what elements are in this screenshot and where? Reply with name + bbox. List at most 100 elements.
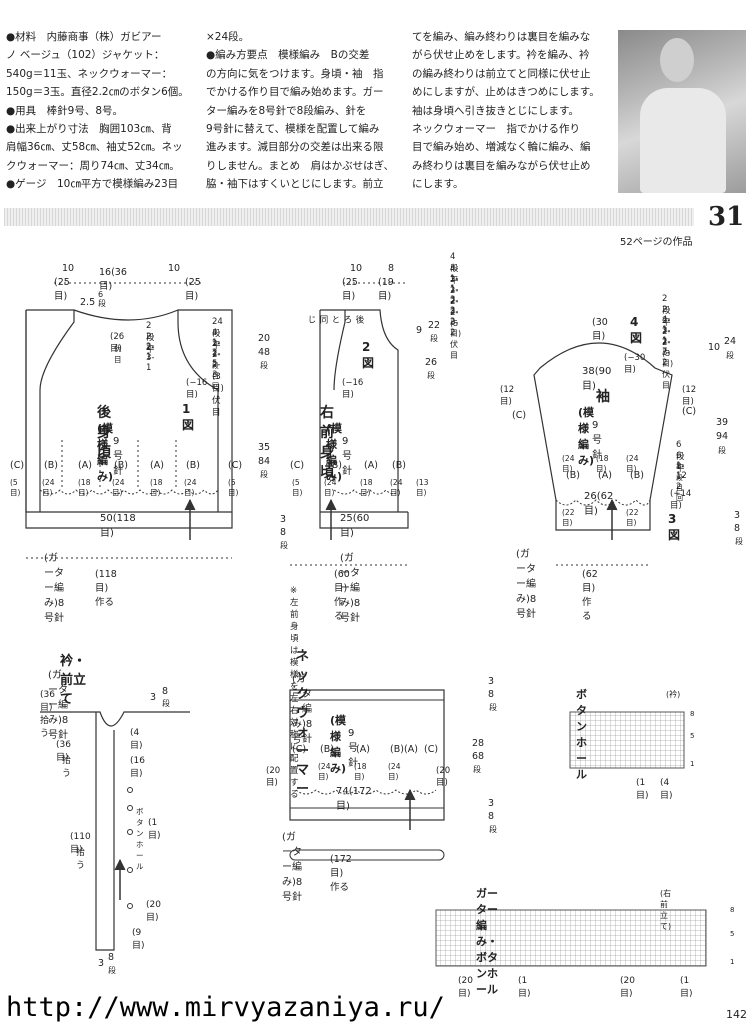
garter-label: (ガーター編み)8号針 xyxy=(44,553,65,624)
cast-on-label: (60目)作る xyxy=(334,569,350,622)
dim-label: 段 目 回 xyxy=(212,362,219,390)
dim-label: 68 xyxy=(472,751,485,762)
dim-label: 2-2-3 xyxy=(212,350,221,380)
dim-label: (36目) xyxy=(56,740,71,763)
dim-label: 35 xyxy=(258,442,271,453)
dim-label: 段 xyxy=(162,699,170,708)
dim-label: 6 xyxy=(98,290,104,299)
figure-label: 2図 xyxy=(362,340,375,370)
buttonhole-title: ボタンホール xyxy=(576,688,587,781)
count-label: (18目) xyxy=(150,478,163,497)
same-as-back-note: 後ろと同じ xyxy=(306,315,364,324)
dim-label: 2-2-1 xyxy=(146,332,155,362)
text-line: 540g＝11玉、ネックウォーマー： xyxy=(6,67,173,80)
dim-label: (−16目) xyxy=(186,378,208,400)
text-line: 150g＝3玉。直径2.2㎝のボタン6個。 xyxy=(6,86,189,99)
dim-label: 3 xyxy=(98,958,105,969)
text-line: めにしますが、止めはきつめにします。 xyxy=(412,86,600,99)
col-label: (B) xyxy=(390,744,404,755)
count-label: (18目) xyxy=(596,454,609,473)
dim-label: 段 xyxy=(726,351,734,360)
count-label: (13目) xyxy=(416,478,429,497)
count-label: (5目) xyxy=(10,478,21,497)
col-label: (A) xyxy=(598,470,612,481)
dim-label: 2-3-2 xyxy=(662,338,671,368)
dim-label: (3目)伏目 xyxy=(662,349,674,390)
dim-label: (+14目) xyxy=(670,489,692,511)
text-line: 進みます。減目部分の交差は出来る限 xyxy=(206,141,384,154)
dim-label: 段 xyxy=(427,371,435,380)
cast-on-label: (172目)作る xyxy=(330,854,352,893)
dim-label: 26 xyxy=(425,357,438,368)
dim-label: 2段平 xyxy=(662,294,671,328)
dim-label: 8 xyxy=(734,523,741,534)
dim-label: 94 xyxy=(716,431,729,442)
header-band xyxy=(4,208,694,226)
count-label: (24目) xyxy=(562,454,575,473)
dim-label: 段 xyxy=(108,966,116,975)
page-number: 31 xyxy=(708,202,745,232)
buttonhole-sub: (衿) xyxy=(666,690,681,699)
dim-label: (26目) xyxy=(110,332,125,354)
dim-label: 84 xyxy=(258,456,271,467)
dim-label: 39 xyxy=(716,417,729,428)
count-label: (24目) xyxy=(112,478,125,497)
dim-label: 段 xyxy=(489,825,497,834)
dim-label: 拾う xyxy=(62,756,72,779)
dim-label: 段 目 回 xyxy=(676,474,683,502)
dim-label: 3 xyxy=(488,798,495,809)
dim-label: 8 xyxy=(488,811,495,822)
dim-label: 8 xyxy=(162,686,169,697)
pattern-label: (模様編み) xyxy=(326,422,343,483)
garter-buttonhole-chart-grid xyxy=(435,909,707,967)
text-line: てを編み、編み終わりは裏目を編みな xyxy=(412,31,591,43)
col-label: (A) xyxy=(150,460,164,471)
watermark-url[interactable]: http://www.mirvyazaniya.ru/ xyxy=(6,992,445,1023)
count-label: (18目) xyxy=(354,762,367,781)
dim-label: (110目) xyxy=(70,832,91,855)
col-label: (B) xyxy=(392,460,406,471)
col-label: (C) xyxy=(292,744,307,755)
dim-label: 伏目 xyxy=(114,344,122,364)
dim-label: (25目) xyxy=(342,277,358,302)
neckwarmer-width: 74(172目) xyxy=(336,786,372,812)
dim-label: 28 xyxy=(472,738,485,749)
cast-on-label: (62目)作る xyxy=(582,569,598,622)
col-label: (B) xyxy=(328,460,342,471)
count-label: (18目) xyxy=(78,478,91,497)
dim-label: 拾う xyxy=(76,848,86,871)
dim-label: 2-3-1 xyxy=(662,316,671,346)
row-number: 5 xyxy=(730,930,735,938)
dim-label: 2-3-2 xyxy=(450,308,459,338)
text-line: 脇・袖下はすくいとじにします。前立 xyxy=(206,178,384,191)
dim-label: 2-4-1 xyxy=(662,305,671,335)
dim-label: 2-2-7 xyxy=(662,327,671,357)
dim-label: 8 xyxy=(488,689,495,700)
col-label: (A) xyxy=(356,744,370,755)
col-label: (A) xyxy=(404,744,418,755)
dim-label: (20目) xyxy=(146,900,161,923)
pattern-label: (模様編み) xyxy=(330,714,347,775)
materials-column: ●材料 内藤商事（株）ガビアー ノ ベージュ（102）ジャケット： 540g＝1… xyxy=(6,28,202,194)
needle-label: 9号針 xyxy=(342,436,352,477)
dim-label: 段 xyxy=(473,765,481,774)
dim-label: 16(36目) xyxy=(99,267,127,292)
text-line: クウォーマー：周り74㎝、丈34㎝。 xyxy=(6,159,180,172)
col-label: (A) xyxy=(364,460,378,471)
col-label: (B) xyxy=(566,470,580,481)
collar-title: 衿・前立て xyxy=(60,654,87,707)
dim-label: (20目) xyxy=(458,976,473,999)
col-label: (B) xyxy=(114,460,128,471)
text-line: ×24段。 xyxy=(206,31,250,43)
text-line: の方向に気をつけます。身頃・袖 指 xyxy=(206,67,384,80)
dim-label: (16目) xyxy=(130,756,145,779)
count-label: (18目) xyxy=(360,478,373,497)
col-label: (A) xyxy=(78,460,92,471)
sleeve-title: 袖 xyxy=(596,389,610,405)
dim-label: 6段平 xyxy=(676,440,685,474)
dim-label: (30目) xyxy=(592,317,608,342)
col-label: (C) xyxy=(512,410,527,421)
dim-label: (4目) xyxy=(130,728,143,751)
dim-label: 段 xyxy=(735,537,743,546)
col-label: (C) xyxy=(682,406,697,417)
